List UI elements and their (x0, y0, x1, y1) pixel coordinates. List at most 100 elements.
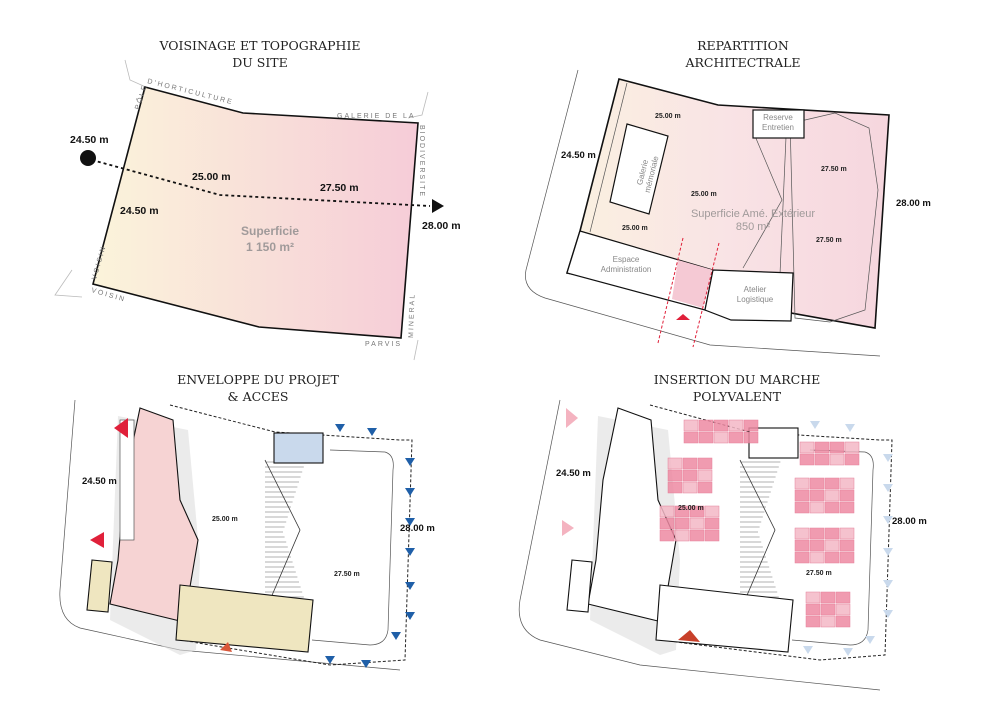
market-stall (820, 603, 836, 616)
market-stall (809, 489, 825, 502)
market-stall (829, 441, 845, 454)
area-value: 1 150 m² (246, 240, 294, 254)
market-stall (820, 615, 836, 628)
market-stall (809, 501, 825, 514)
market-stall (805, 603, 821, 616)
area-value: 850 m² (736, 221, 771, 233)
level-label: 27.50 m (816, 237, 842, 244)
market-stall (824, 539, 840, 552)
panel-title-line2: ARCHITECTRALE (684, 55, 800, 70)
edge-line (589, 82, 628, 233)
market-stall (697, 481, 713, 494)
access-arrow-light-blue-icon (843, 648, 853, 656)
market-stall (728, 431, 744, 444)
level-label: 25.00 m (655, 113, 681, 120)
site-boundary-dashed (649, 404, 893, 661)
level-label: 24.50 m (561, 150, 596, 161)
market-stall (794, 489, 810, 502)
market-hall-outline (311, 449, 394, 646)
level-label: 28.00 m (896, 198, 931, 209)
level-label: 28.00 m (422, 220, 461, 232)
market-stall (809, 539, 825, 552)
level-label: 24.50 m (120, 205, 159, 217)
panel-title-line1: VOISINAGE ET TOPOGRAPHIE (158, 38, 360, 53)
market-stall (839, 539, 855, 552)
street-edge-line (525, 69, 881, 357)
market-stall (728, 419, 744, 432)
access-arrows-blue (325, 424, 415, 668)
stair-hatching (739, 459, 781, 601)
market-stall (674, 517, 690, 530)
market-stall (689, 505, 705, 518)
level-label: 27.50 m (334, 571, 360, 578)
access-arrow-orange-icon (220, 642, 232, 652)
market-stall (682, 481, 698, 494)
level-label: 25.00 m (691, 191, 717, 198)
market-stall (697, 469, 713, 482)
market-stall (835, 615, 851, 628)
market-stall (659, 517, 675, 530)
panel-title-line2: POLYVALENT (693, 389, 782, 404)
market-stall (689, 517, 705, 530)
level-label: 25.00 m (212, 516, 238, 523)
corner-bracket (407, 91, 429, 119)
service-block (273, 432, 324, 464)
market-stall (713, 419, 729, 432)
entrance-zone (672, 260, 713, 308)
access-arrow-light-blue-icon (883, 548, 893, 556)
entrance-arrow-icon (676, 314, 690, 320)
market-stall (704, 529, 720, 542)
level-label: 24.50 m (556, 468, 591, 479)
market-stall (814, 453, 830, 466)
market-stall (820, 591, 836, 604)
access-arrow-blue-icon (335, 424, 345, 432)
market-stall (839, 551, 855, 564)
access-arrow-blue-icon (405, 582, 415, 590)
market-stall (839, 477, 855, 490)
market-stall (659, 529, 675, 542)
level-label: 24.50 m (82, 476, 117, 487)
stair-outline (264, 459, 301, 601)
level-label: 27.50 m (821, 166, 847, 173)
access-arrow-blue-icon (325, 656, 335, 664)
market-stall (839, 527, 855, 540)
market-stall (809, 551, 825, 564)
market-stall (667, 457, 683, 470)
market-stall (794, 551, 810, 564)
market-stall (809, 477, 825, 490)
market-stall (844, 441, 860, 454)
market-stall (835, 591, 851, 604)
room-label: Logistique (737, 295, 774, 304)
reserve-entretien-block (752, 109, 805, 139)
access-arrow-blue-icon (361, 660, 371, 668)
market-stall (814, 441, 830, 454)
market-stall (704, 517, 720, 530)
neighbour-label-mineral: MINERAL (408, 293, 417, 338)
market-stalls (659, 419, 860, 628)
galerie-memoriale-block (609, 123, 669, 215)
room-label: Entretien (762, 123, 794, 132)
access-arrow-light-blue-icon (883, 454, 893, 462)
market-hall-outline (791, 449, 874, 646)
market-stall (805, 591, 821, 604)
access-arrow-light-blue-icon (865, 636, 875, 644)
access-arrow-blue-icon (405, 488, 415, 496)
access-arrow-red-icon (114, 418, 128, 438)
stair-hatching (264, 459, 306, 601)
panel-title-line2: & ACCES (228, 389, 289, 404)
site-boundary-dashed (169, 404, 413, 666)
access-arrow-icon (562, 520, 574, 536)
secondary-building-block (655, 584, 794, 653)
corner-bracket (124, 59, 149, 89)
access-arrow-light-blue-icon (883, 580, 893, 588)
market-stall (713, 431, 729, 444)
level-label: 28.00 m (892, 516, 927, 527)
market-stall (674, 529, 690, 542)
market-stall (698, 419, 714, 432)
panel-architectural-distribution: REPARTITION ARCHITECTRALE Galerie mémori… (525, 38, 931, 357)
slope-dashed-line (91, 159, 431, 207)
market-stall (824, 551, 840, 564)
panel-title-line1: REPARTITION (697, 38, 789, 53)
market-stall (809, 527, 825, 540)
